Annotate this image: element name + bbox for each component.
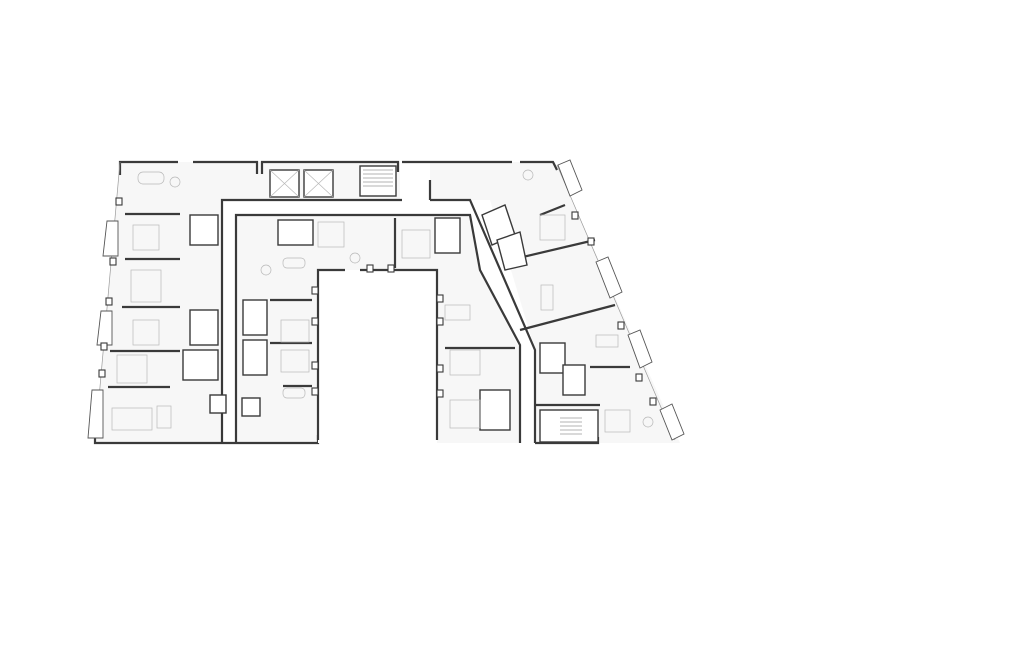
corridor-walls	[220, 180, 537, 443]
sofa	[444, 304, 471, 321]
bed	[539, 214, 566, 241]
furniture	[111, 169, 654, 433]
stair-north	[359, 165, 397, 197]
courtyard-wall-north	[316, 268, 345, 440]
bath-tub	[282, 387, 306, 399]
plant	[522, 169, 534, 181]
bed	[116, 354, 148, 384]
bay-window	[87, 389, 104, 439]
bathrooms	[182, 204, 586, 431]
east-facade-glazing	[556, 164, 676, 441]
dining-table	[156, 405, 172, 429]
courtyard	[316, 268, 439, 443]
bath-tub	[282, 257, 306, 269]
bay-window	[557, 159, 583, 197]
courtyard-wall-north-2	[360, 268, 439, 440]
bath-tub	[137, 171, 165, 185]
bed	[449, 349, 481, 376]
west-wing-floor	[95, 162, 400, 443]
bay-window	[102, 220, 119, 257]
exterior-walls	[93, 160, 676, 445]
core-top-wall	[260, 160, 400, 174]
kitchen-island	[540, 284, 554, 311]
bed	[280, 319, 310, 343]
bay-window	[627, 329, 653, 369]
bay-window	[595, 256, 623, 299]
dining-table	[595, 334, 619, 348]
bed	[132, 224, 160, 251]
west-corridor-wall-outer	[220, 198, 402, 443]
bed	[130, 269, 162, 303]
bay-window	[96, 310, 113, 346]
plant	[349, 252, 361, 264]
east-top-wall	[520, 160, 558, 171]
bed	[317, 221, 345, 248]
plant	[260, 264, 272, 276]
west-top-wall-2	[193, 160, 259, 174]
facade-piers	[98, 197, 657, 406]
east-outer-floor	[430, 162, 680, 443]
bay-windows	[87, 159, 685, 441]
bed	[604, 409, 631, 433]
bay-window	[659, 403, 685, 441]
bed	[132, 319, 160, 346]
diagonal-corridor-wall	[430, 198, 537, 443]
plant	[169, 176, 181, 188]
plant	[642, 416, 654, 428]
west-corridor-wall-inner	[234, 213, 522, 443]
sofa	[111, 407, 153, 431]
vertical-core	[269, 165, 599, 443]
bed	[401, 229, 431, 259]
bed	[449, 399, 481, 429]
bed	[280, 349, 310, 373]
